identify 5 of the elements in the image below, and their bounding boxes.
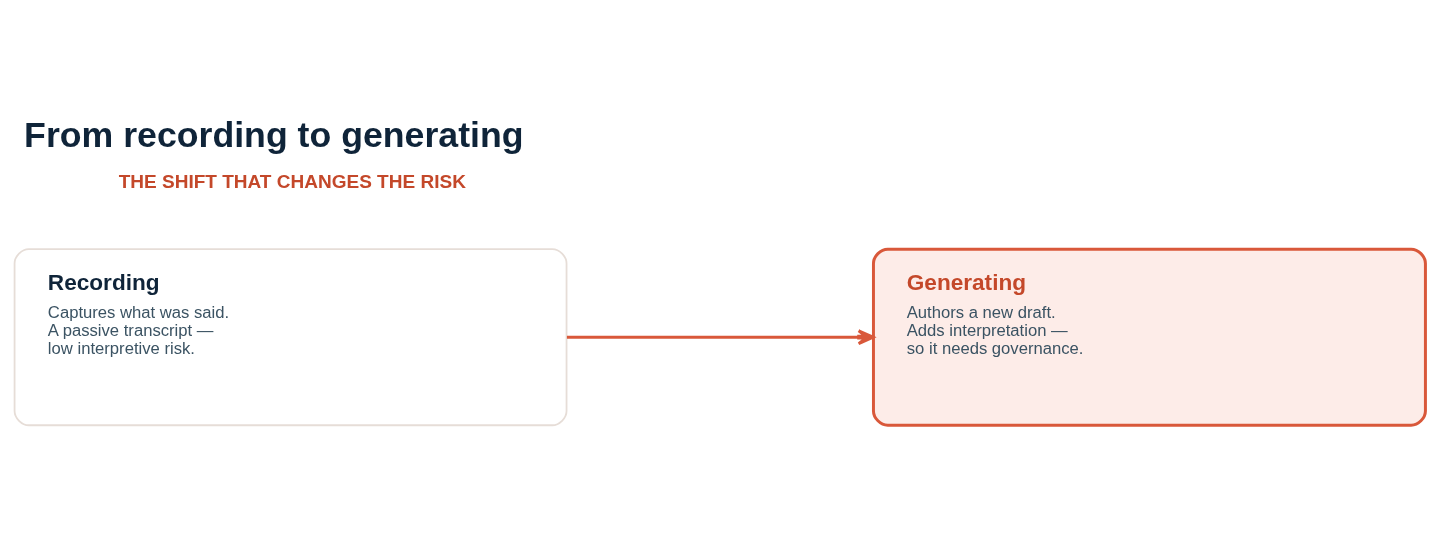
label: THE SHIFT THAT CHANGES THE RISK [118,171,466,193]
diagram-title: From recording to generating [24,114,524,155]
node-box: Recording Captures what was said. A passive transcript — low interpretive risk. [13,248,568,427]
arrow [566,329,875,346]
node-box: Generating Authors a new draft. Adds interpretation — so it needs governance. [871,247,1427,427]
